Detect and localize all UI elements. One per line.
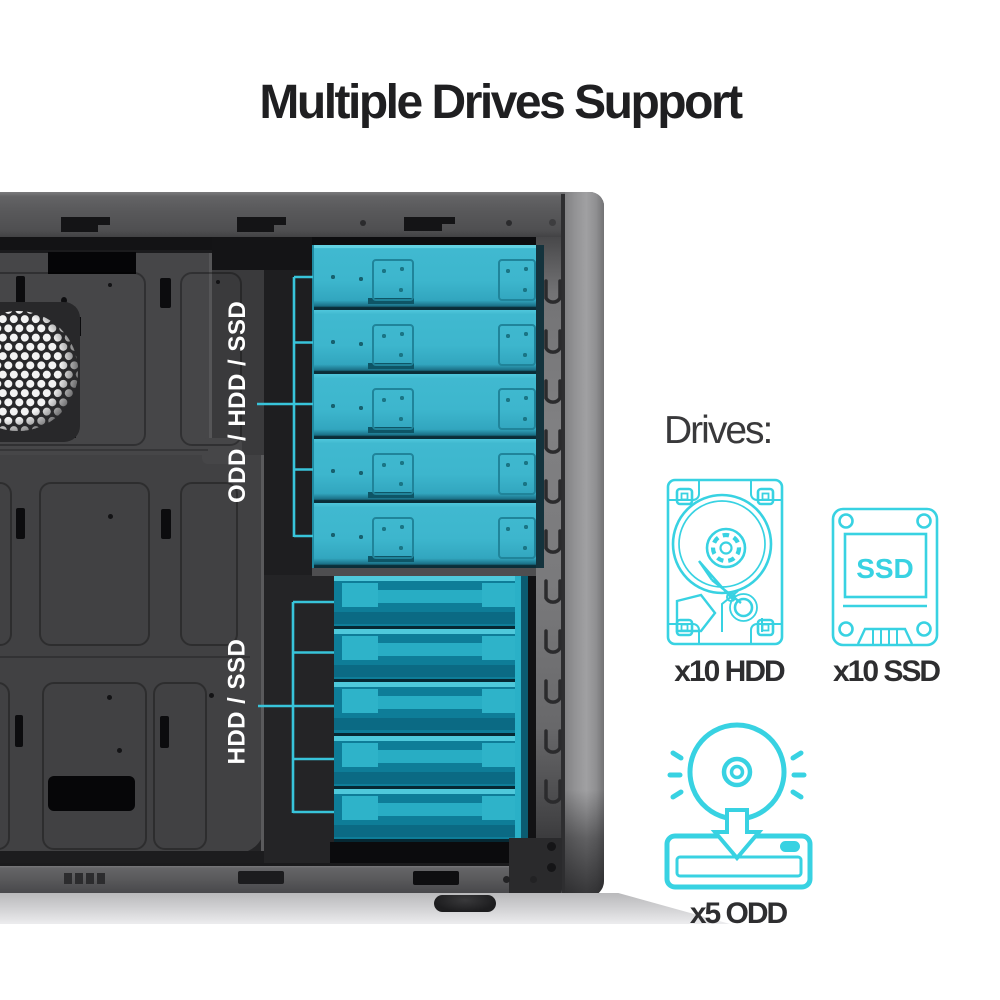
svg-text:SSD: SSD bbox=[856, 553, 914, 584]
